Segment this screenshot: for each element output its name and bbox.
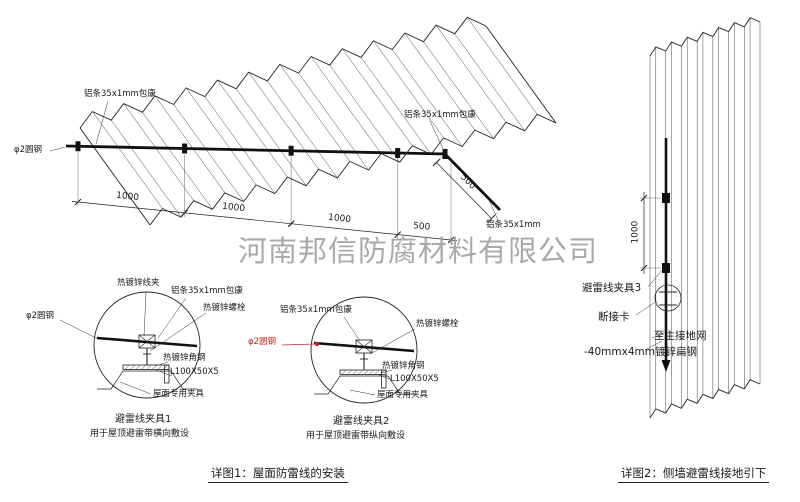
- label-clamp-3: 避雷线夹具3: [582, 282, 642, 294]
- label-roof-clamp-d2: 屋面专用夹具: [377, 390, 429, 400]
- caption-detail-2: 详图2：侧墙避雷线接地引下: [618, 466, 770, 484]
- label-strip-d2: 铝条35x1mm包康: [280, 305, 352, 315]
- company-watermark: 河南邦信防腐材料有限公司: [238, 234, 599, 268]
- caption-detail-1: 详图1：屋面防雷线的安装: [208, 466, 348, 484]
- label-wire-clamp-d1: 热镀锌线夹: [117, 278, 160, 288]
- label-bolt-d2: 热镀锌螺栓: [416, 319, 459, 329]
- label-angle-size-d1: L100X50X5: [170, 367, 219, 377]
- detail-1-subtitle: 用于屋顶避雷带横向敷设: [90, 429, 190, 439]
- label-disconnect-link: 断接卡: [598, 311, 630, 323]
- label-aluminum-strip-top: 铝条35x1mm包康: [84, 89, 156, 99]
- label-round-steel-main: φ2圆钢: [14, 145, 43, 155]
- label-angle-steel-d2: 热镀锌角钢: [382, 361, 425, 371]
- label-bolt-d1: 热镀锌螺栓: [203, 303, 246, 313]
- dimension-1000-wall: 1000: [630, 220, 641, 244]
- dimension-500-a: 500: [412, 221, 431, 233]
- label-aluminum-strip-right: 铝条35x1mm包康: [404, 110, 476, 120]
- label-angle-size-d2: L100X50X5: [390, 374, 439, 384]
- detail-2-title: 避雷线夹具2: [333, 416, 390, 427]
- label-round-steel-d1: φ2圆钢: [26, 311, 55, 321]
- detail-2-subtitle: 用于屋顶避雷带纵向敷设: [306, 431, 406, 441]
- label-angle-steel-d1: 热镀锌角钢: [163, 353, 206, 363]
- detail-1-title: 避雷线夹具1: [115, 414, 172, 425]
- label-round-steel-d2: φ2圆钢: [248, 337, 277, 347]
- label-aluminum-strip-end: 铝条35x1mm: [486, 220, 541, 230]
- label-flat-steel: -40mmx4mm镀锌扁钢: [584, 346, 697, 358]
- label-to-ground-grid: 至主接地网: [654, 330, 707, 342]
- label-strip-d1: 铝条35x1mm包康: [171, 286, 243, 296]
- label-roof-clamp-d1: 屋面专用夹具: [153, 389, 205, 399]
